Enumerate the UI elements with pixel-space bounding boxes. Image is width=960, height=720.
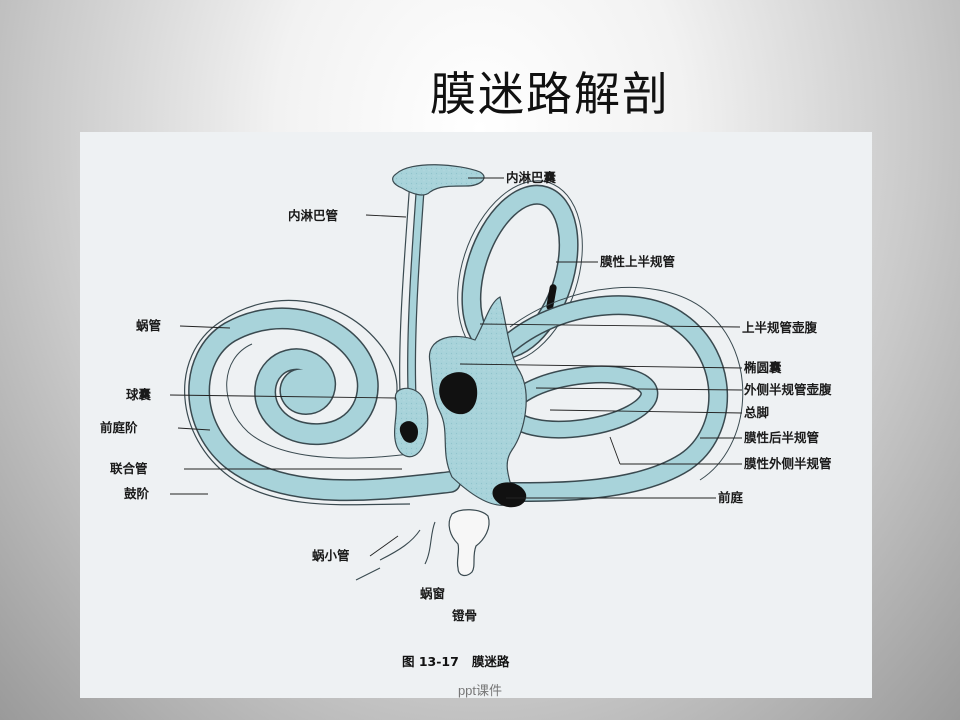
membranous-labyrinth-figure: 内淋巴囊 内淋巴管 膜性上半规管 蜗管 上半规管壶腹 椭圆囊 球囊 外侧半规管壶… [80, 132, 872, 698]
label-common-crus: 总脚 [744, 405, 769, 420]
label-scala-vestibuli: 前庭阶 [100, 420, 138, 435]
round-window-lines [355, 521, 436, 581]
cochlea-inner-outline [226, 343, 411, 459]
figure-caption: 图 13-17 膜迷路 [402, 654, 510, 669]
leader-lines [169, 177, 743, 557]
saccule-macula [399, 421, 418, 443]
label-superior-canal: 膜性上半规管 [600, 254, 675, 269]
slide-footer: ppt课件 [457, 683, 503, 698]
stapes-shape [448, 509, 490, 577]
label-ductus-reuniens: 联合管 [110, 461, 148, 476]
label-lateral-canal: 膜性外侧半规管 [744, 456, 832, 471]
label-vestibule: 前庭 [718, 490, 744, 505]
label-posterior-canal: 膜性后半规管 [744, 430, 819, 445]
posterior-canal-outer-line [509, 286, 744, 481]
utricle-vestibule-body [428, 296, 527, 506]
label-stapes: 镫骨 [452, 608, 477, 623]
cochlear-duct-spiral-fill [189, 309, 460, 500]
lateral-canal-fill [503, 366, 657, 438]
label-endolymphatic-sac: 内淋巴囊 [506, 170, 557, 185]
slide-title: 膜迷路解剖 [430, 67, 670, 121]
label-round-window: 蜗窗 [420, 586, 445, 601]
label-cochlear-aqueduct: 蜗小管 [312, 548, 350, 563]
endolymphatic-duct-tube-fill [408, 188, 424, 398]
label-superior-ampulla: 上半规管壶腹 [742, 320, 818, 335]
label-saccule: 球囊 [126, 387, 152, 402]
label-lateral-ampulla: 外侧半规管壶腹 [743, 382, 832, 397]
label-scala-tympani: 鼓阶 [124, 486, 150, 501]
endolymphatic-sac-shape [392, 164, 485, 196]
vestibule-marker [492, 482, 527, 508]
utricle-macula [439, 372, 478, 415]
label-cochlear-duct: 蜗管 [136, 318, 161, 333]
posterior-canal-fill [493, 296, 727, 501]
labyrinth-diagram: 内淋巴囊 内淋巴管 膜性上半规管 蜗管 上半规管壶腹 椭圆囊 球囊 外侧半规管壶… [100, 164, 832, 669]
label-utricle: 椭圆囊 [744, 360, 782, 375]
cochlea-outer-outline [184, 299, 411, 506]
label-endolymphatic-duct: 内淋巴管 [288, 208, 338, 223]
superior-canal-marker [546, 284, 557, 310]
endolymphatic-duct-shape [399, 179, 411, 395]
